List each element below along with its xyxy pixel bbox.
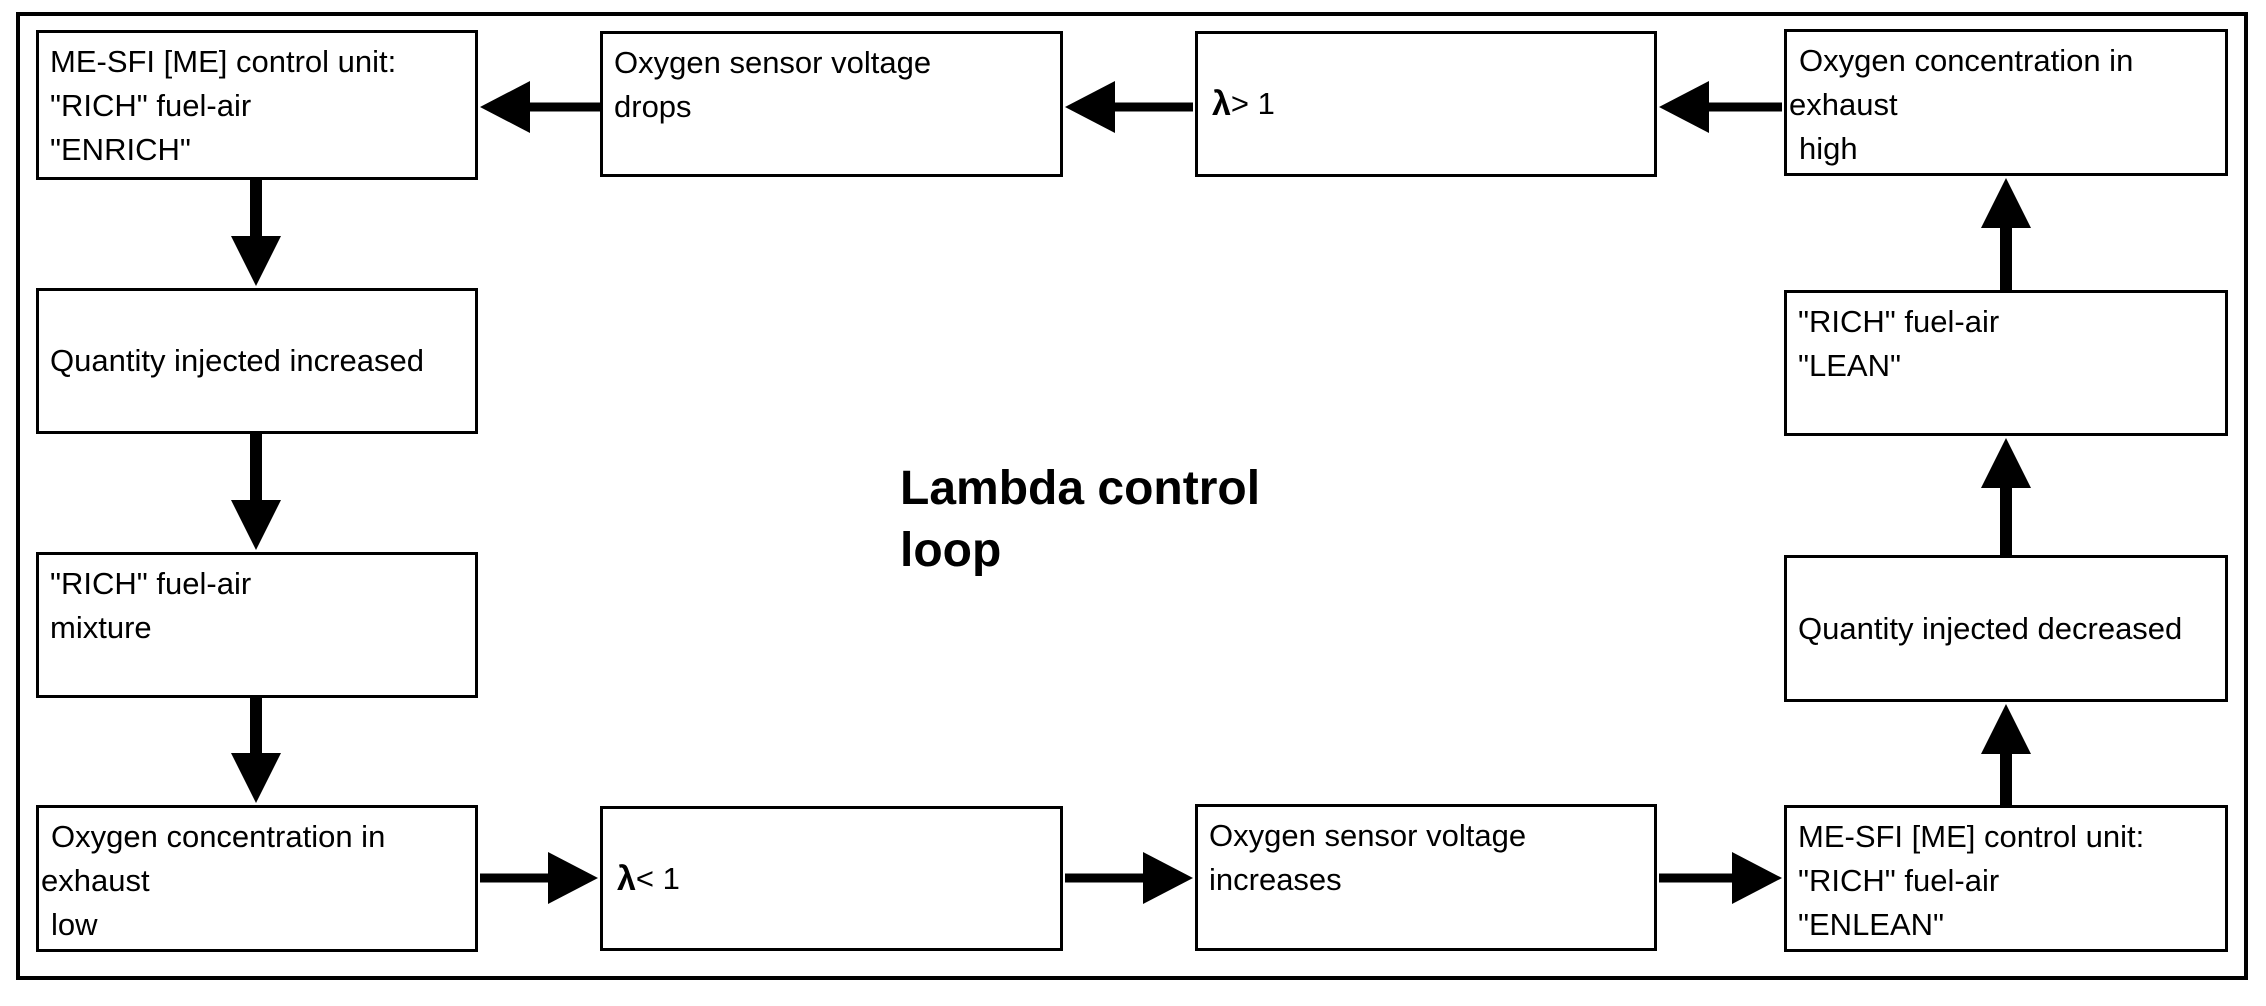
box-line: "RICH" fuel-air [1798,304,2000,339]
box-line: Oxygen concentration in [51,819,386,854]
box-lambda-greater-than-1: λ> 1 [1195,31,1657,177]
box-line: ME-SFI [ME] control unit: [1798,819,2145,854]
arrow-o2increases-to-enlean [1659,852,1782,904]
box-line: "RICH" fuel-air [1798,863,2000,898]
box-line: Quantity injected increased [50,343,424,378]
box-line: exhaust [1789,87,1898,122]
box-line: Oxygen sensor voltage [614,45,932,80]
box-line: ME-SFI [ME] control unit: [50,44,397,79]
box-line: "LEAN" [1798,348,1901,383]
arrow-richmixture-to-o2low [231,698,281,803]
box-line: "ENLEAN" [1798,907,1945,942]
diagram-title: Lambda control loop [900,458,1260,582]
box-rich-fuel-air-mixture: "RICH" fuel-air mixture [36,552,478,698]
arrow-lambdagt-to-o2drops [1065,81,1193,133]
box-line: Quantity injected decreased [1798,610,2183,646]
box-line: exhaust [41,863,150,898]
arrow-richlean-to-o2high [1981,178,2031,290]
arrow-enlean-to-qtydecreased [1981,704,2031,805]
box-oxygen-sensor-voltage-drops: Oxygen sensor voltage drops [600,31,1063,177]
box-line: > 1 [1230,86,1275,121]
box-line: "RICH" fuel-air [50,88,252,123]
box-quantity-injected-increased: Quantity injected increased [36,288,478,434]
title-line-2: loop [900,524,1002,577]
arrow-enrich-to-qtyincreased [231,180,281,286]
box-line: high [1799,131,1858,166]
box-line: < 1 [635,860,680,896]
arrow-qtydecreased-to-richlean [1981,438,2031,555]
box-oxygen-sensor-voltage-increases: Oxygen sensor voltage increases [1195,804,1657,951]
box-line: "RICH" fuel-air [50,566,252,601]
box-line: "ENRICH" [50,132,191,167]
lambda-symbol: λ [617,859,636,898]
box-oxygen-concentration-high: Oxygen concentration in exhaust high [1784,29,2228,176]
arrow-qtyincreased-to-richmixture [231,434,281,550]
box-line: low [51,907,98,942]
box-lambda-less-than-1: λ< 1 [600,806,1063,951]
lambda-symbol: λ [1212,85,1231,123]
box-oxygen-concentration-low: Oxygen concentration in exhaust low [36,805,478,952]
box-rich-fuel-air-lean: "RICH" fuel-air "LEAN" [1784,290,2228,436]
arrow-o2drops-to-enrich [480,81,600,133]
box-me-sfi-control-unit-enlean: ME-SFI [ME] control unit: "RICH" fuel-ai… [1784,805,2228,952]
arrow-o2high-to-lambdagt [1659,81,1782,133]
box-line: Oxygen concentration in [1799,43,2134,78]
title-line-1: Lambda control [900,462,1261,515]
box-line: Oxygen sensor voltage [1209,818,1527,853]
box-me-sfi-control-unit-enrich: ME-SFI [ME] control unit: "RICH" fuel-ai… [36,30,478,180]
box-line: increases [1209,862,1342,897]
arrow-lambdalt-to-o2increases [1065,852,1193,904]
box-quantity-injected-decreased: Quantity injected decreased [1784,555,2228,702]
arrow-o2low-to-lambdalt [480,852,598,904]
box-line: mixture [50,610,152,645]
box-line: drops [614,89,692,124]
